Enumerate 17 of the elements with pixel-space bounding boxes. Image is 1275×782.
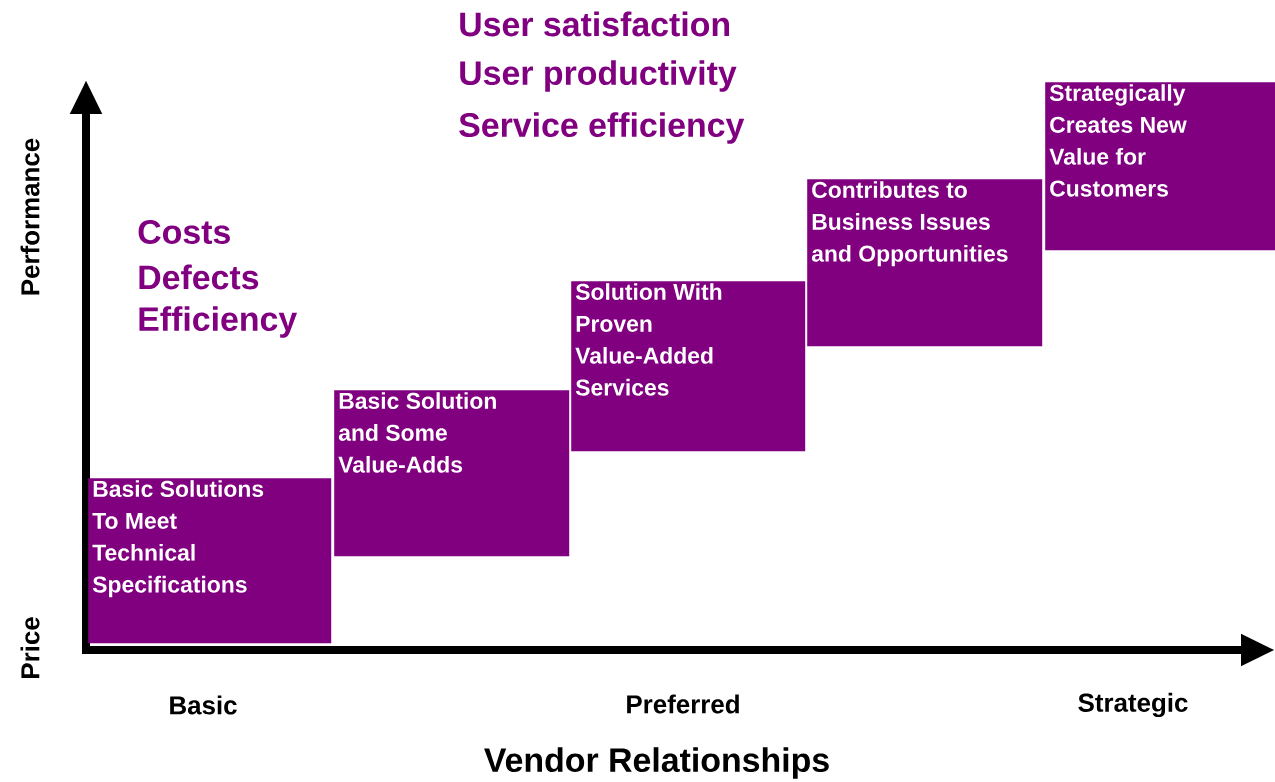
axis-label: Performance: [20, 138, 40, 295]
metric-label: Defects: [139, 264, 259, 290]
step-box: Contributes to Business Issues and Opportunities: [807, 179, 1043, 347]
axis-title: Vendor Relationships: [484, 747, 829, 779]
step-box: Strategically Creates New Value for Customers: [1045, 82, 1275, 251]
metric-label: User productivity: [460, 60, 737, 92]
step-box: Basic Solutions To Meet Technical Specifications: [88, 478, 332, 644]
step-box: Solution With Proven Value-Added Services: [571, 281, 806, 452]
metric-label: Service efficiency: [459, 112, 745, 144]
step-box: Basic Solution and Some Value-Adds: [334, 390, 570, 557]
axis-tick-label: Basic: [170, 695, 237, 715]
axis-tick-label: Strategic: [1078, 692, 1188, 718]
axis-label: Price: [20, 617, 40, 678]
metric-label: Efficiency: [139, 306, 298, 338]
axis-tick-label: Preferred: [627, 694, 739, 714]
metric-label: Costs: [138, 220, 230, 244]
metric-label: User satisfaction: [460, 11, 729, 37]
